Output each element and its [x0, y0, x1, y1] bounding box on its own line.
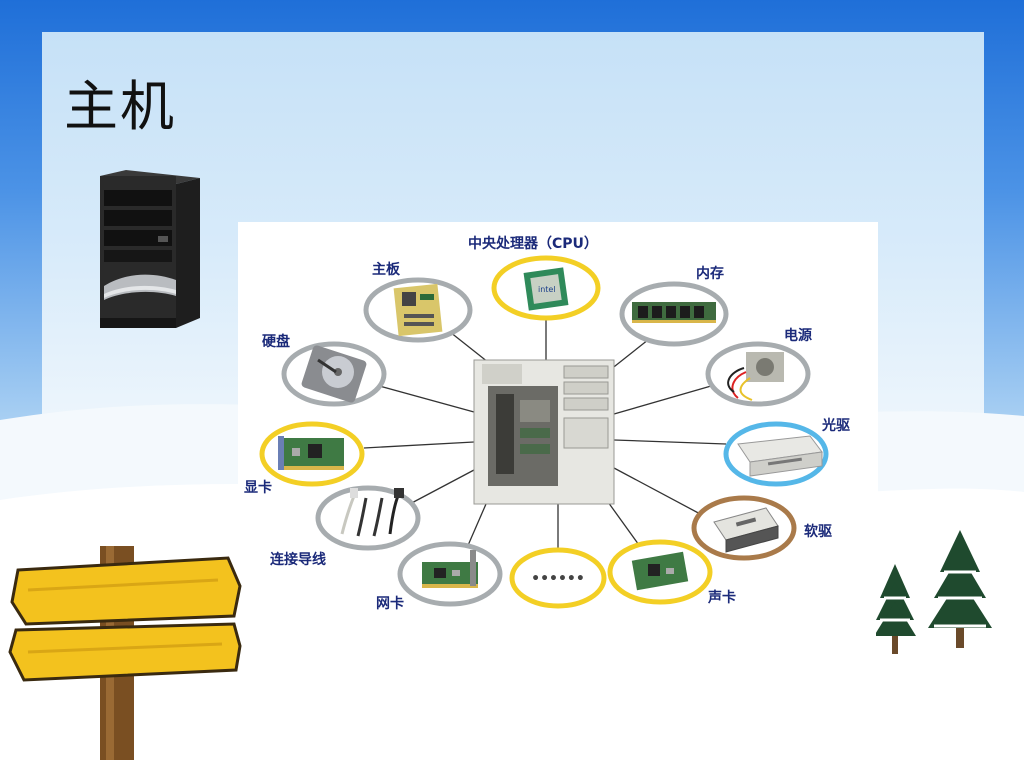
- more-items-node: [509, 547, 607, 609]
- computer-tower-icon: [100, 170, 200, 328]
- hardware-diagram: intel: [238, 222, 878, 644]
- connector-lines: [363, 318, 727, 556]
- pine-trees-icon: [876, 530, 992, 654]
- floppy-drive-icon: [713, 507, 779, 553]
- memory-stick-icon: [632, 302, 716, 323]
- label-floppy: 软驱: [804, 524, 832, 540]
- motherboard-icon: [393, 283, 443, 337]
- wooden-signpost-icon: [8, 546, 242, 760]
- label-cables: 连接导线: [270, 552, 326, 568]
- label-motherboard: 主板: [372, 262, 400, 278]
- label-power: 电源: [784, 328, 812, 344]
- pine-tree-small: [876, 564, 916, 654]
- label-graphics: 显卡: [244, 480, 272, 496]
- label-memory: 内存: [696, 266, 724, 282]
- computer-case-image: [473, 359, 615, 505]
- optical-drive-icon: [737, 435, 823, 477]
- network-card-icon: [422, 550, 478, 588]
- graphics-card-icon: [278, 436, 344, 470]
- label-sound: 声卡: [708, 590, 736, 606]
- power-supply-icon: [727, 352, 784, 401]
- diagram-canvas: intel: [259, 255, 829, 609]
- harddisk-icon: [301, 345, 367, 403]
- cpu-chip-label: intel: [538, 285, 556, 294]
- sound-card-icon: [631, 551, 689, 591]
- label-harddisk: 硬盘: [262, 334, 290, 350]
- cpu-chip-icon: intel: [523, 267, 569, 311]
- slide-title: 主机: [64, 75, 176, 138]
- label-cpu: 中央处理器（CPU）: [468, 236, 598, 252]
- label-network: 网卡: [376, 596, 404, 612]
- pine-tree-large: [928, 530, 992, 648]
- more-items-ellipsis: ••••••: [531, 571, 585, 587]
- label-optical: 光驱: [822, 418, 850, 434]
- cables-icon: [340, 488, 404, 537]
